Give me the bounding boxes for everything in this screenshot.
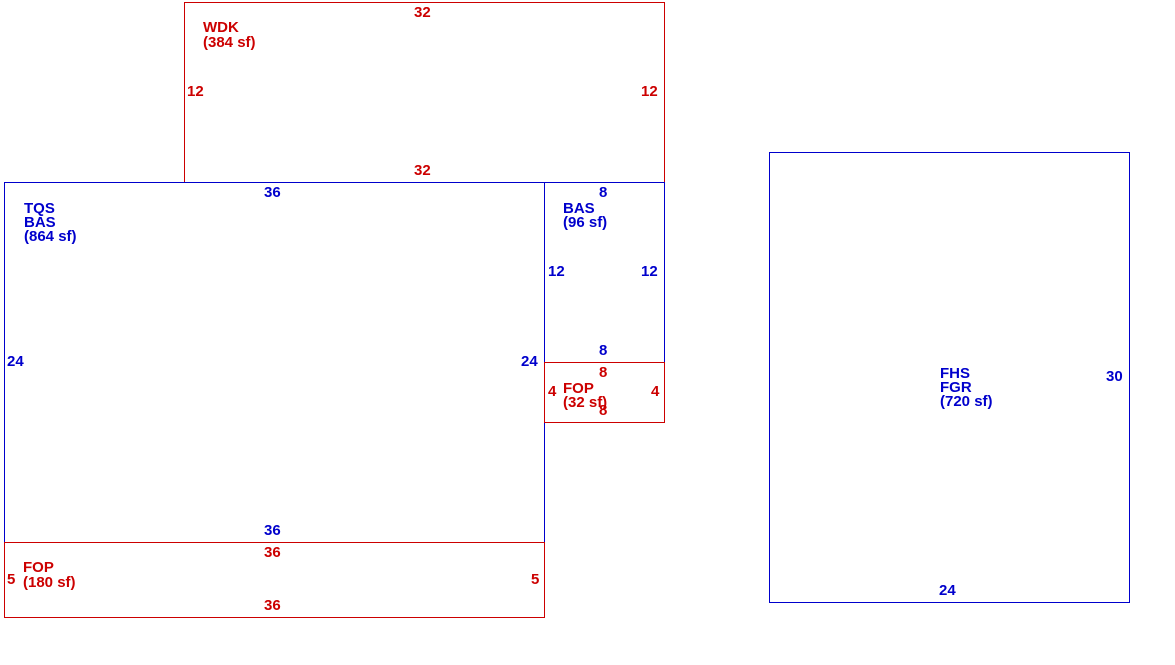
main-bas-dim-bottom: 36 [264, 522, 281, 539]
small-fop-code: FOP [563, 380, 594, 397]
main-bas-dim-left: 24 [7, 353, 24, 370]
small-bas-dim-left: 12 [548, 263, 565, 280]
small-bas-dim-bottom: 8 [599, 342, 608, 359]
bottom-fop-area-outline [4, 542, 545, 618]
small-bas-dim-top: 8 [599, 184, 608, 201]
small-fop-dim-bottom: 8 [599, 402, 608, 419]
garage-area-size: (720 sf) [940, 393, 993, 410]
bottom-fop-dim-top: 36 [264, 544, 281, 561]
garage-code-2: FGR [940, 379, 972, 396]
small-fop-dim-right: 4 [651, 383, 660, 400]
bottom-fop-dim-right: 5 [531, 571, 540, 588]
main-bas-dim-top: 36 [264, 184, 281, 201]
small-fop-area-size: (32 sf) [563, 394, 608, 411]
small-bas-area-size: (96 sf) [563, 214, 608, 231]
main-bas-code-2: BAS [24, 214, 56, 231]
main-bas-dim-right: 24 [521, 353, 538, 370]
bottom-fop-code: FOP [23, 559, 54, 576]
wdk-area-code: WDK [203, 19, 239, 36]
bottom-fop-dim-left: 5 [7, 571, 16, 588]
garage-code-1: FHS [940, 365, 970, 382]
small-fop-dim-left: 4 [548, 383, 557, 400]
wdk-area-size: (384 sf) [203, 34, 256, 51]
garage-dim-bottom: 24 [939, 582, 956, 599]
small-bas-dim-right: 12 [641, 263, 658, 280]
small-fop-area-outline [544, 362, 665, 423]
small-bas-code: BAS [563, 200, 595, 217]
bottom-fop-area-size: (180 sf) [23, 574, 76, 591]
wdk-dim-left: 12 [187, 83, 204, 100]
small-fop-dim-top: 8 [599, 364, 608, 381]
garage-area-outline [769, 152, 1130, 603]
wdk-dim-bottom: 32 [414, 162, 431, 179]
wdk-dim-right: 12 [641, 83, 658, 100]
garage-dim-right: 30 [1106, 368, 1123, 385]
main-bas-code-1: TQS [24, 200, 55, 217]
wdk-area-outline [184, 2, 665, 183]
bottom-fop-dim-bottom: 36 [264, 597, 281, 614]
main-bas-area-outline [4, 182, 545, 543]
wdk-dim-top: 32 [414, 4, 431, 21]
main-bas-area-size: (864 sf) [24, 228, 77, 245]
